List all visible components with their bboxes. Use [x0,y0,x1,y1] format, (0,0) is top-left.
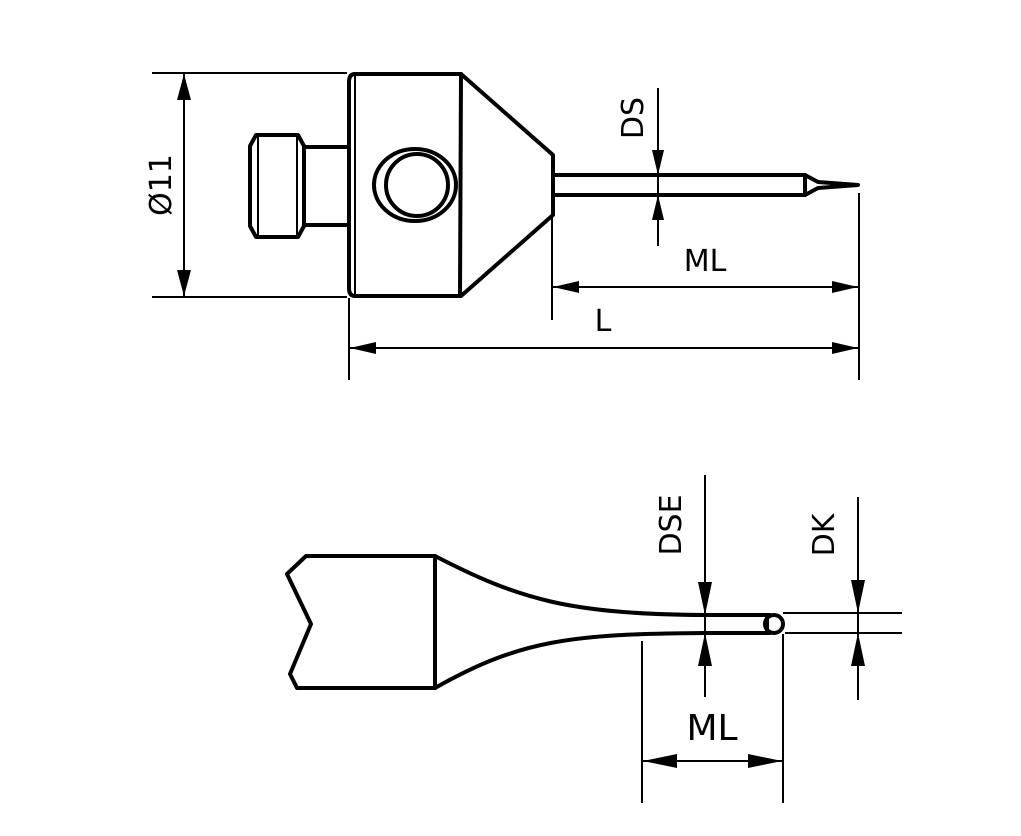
measuring-length-label: ML [684,244,727,279]
ball-diameter-dimension: DK [783,497,902,700]
stylus-side-view: Ø11 DS ML L [144,72,860,380]
diameter-label: Ø11 [144,154,179,216]
stem-diameter-dimension: DSE [654,475,712,697]
total-length-dimension: L [348,298,858,380]
shaft-diameter-label: DS [616,97,651,139]
stylus-tip-detail: DSE DK ML [285,475,902,803]
total-length-label: L [595,304,612,339]
shaft-diameter-dimension: DS [616,88,664,246]
stylus-shaft [551,173,860,197]
tip-body [285,554,785,690]
measuring-length-dimension: ML [551,193,860,380]
detail-measuring-length-label: ML [686,708,737,749]
ball-diameter-label: DK [807,512,842,556]
thread-stud [248,133,350,239]
adapter-body [347,72,555,298]
diameter-dimension: Ø11 [144,72,347,298]
detail-measuring-length-dimension: ML [641,634,784,803]
stem-diameter-label: DSE [654,494,689,555]
